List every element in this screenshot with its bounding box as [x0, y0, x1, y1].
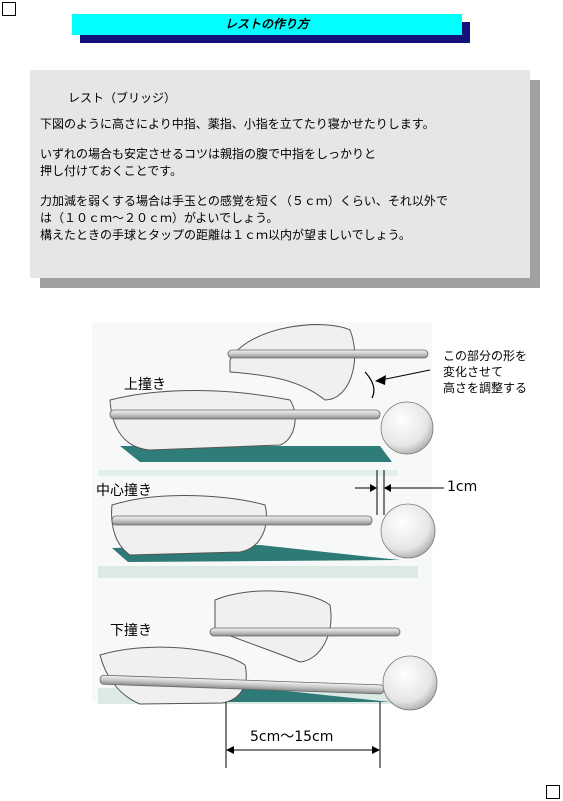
corner-marker-top-left — [2, 2, 16, 16]
label-top-shot: 上撞き — [124, 377, 166, 393]
label-center-shot: 中心撞き — [96, 483, 152, 499]
corner-marker-bottom-right — [546, 785, 560, 799]
cue-ball-bottom — [382, 655, 438, 711]
adjust-note: この部分の形を 変化させて 高さを調整する — [443, 349, 528, 395]
finger-arc — [364, 371, 375, 399]
cue-ball-middle — [380, 503, 436, 559]
cue-middle — [111, 515, 373, 526]
text-panel: レスト（ブリッジ） 下図のように高さにより中指、薬指、小指を立てたり寝かせたりし… — [30, 70, 530, 278]
paragraph-stability: いずれの場合も安定させるコツは親指の腹で中指をしっかりと 押し付けておくことです… — [40, 147, 377, 178]
distance-dimension-label: 5cm～15cm — [250, 729, 334, 745]
hand-shadow-top — [120, 446, 392, 462]
panel-subtitle: レスト（ブリッジ） — [68, 91, 177, 105]
paragraph-distance: 力加減を弱くする場合は手玉との感覚を短く（５ｃｍ）くらい、それ以外で は（１０ｃ… — [40, 194, 448, 242]
cue-ball-top — [380, 401, 434, 455]
cue-top-back — [227, 349, 429, 359]
upper-hand-bottom — [214, 590, 332, 663]
upper-hand-top — [229, 324, 356, 401]
bridge-hand-top — [109, 390, 296, 451]
cue-top — [109, 409, 381, 420]
note-arrow-line — [380, 369, 431, 381]
cue-bottom-back — [209, 627, 401, 637]
gap-dimension-label: 1cm — [447, 479, 478, 495]
note-arrow-head — [375, 375, 386, 385]
page-title: レストの作り方 — [72, 14, 462, 35]
paragraph-heights: 下図のように高さにより中指、薬指、小指を立てたり寝かせたりします。 — [40, 117, 435, 131]
label-bottom-shot: 下撞き — [110, 623, 152, 639]
